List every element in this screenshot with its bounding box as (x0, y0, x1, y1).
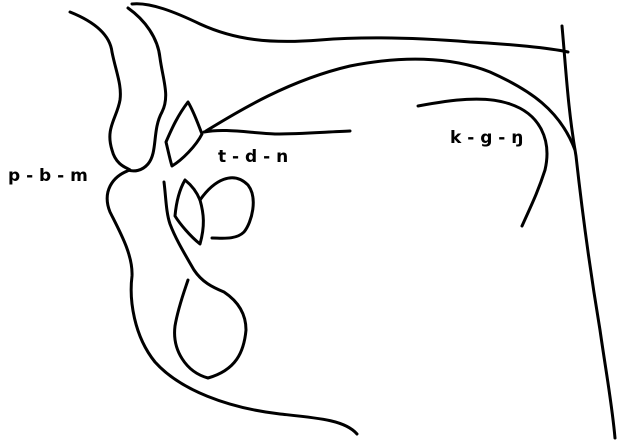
upper-incisor (164, 100, 204, 168)
lower-lip-chin-outline (105, 168, 359, 436)
lower-jaw-outline (162, 180, 248, 380)
tongue-tip-line (202, 129, 352, 136)
roof-of-mouth-outline (130, 2, 570, 54)
lower-incisor (173, 178, 205, 246)
hard-palate-line (204, 57, 577, 152)
alveolar-label: t - d - n (218, 147, 288, 167)
lower-jaw-body (198, 176, 255, 240)
velar-label: k - g - ŋ (450, 128, 523, 148)
tongue-back-line (416, 97, 549, 228)
bilabial-label: p - b - m (8, 166, 88, 186)
pharynx-wall (560, 24, 617, 440)
upper-lip-outline (126, 6, 168, 173)
nose-upper-lip-outline (68, 10, 132, 172)
